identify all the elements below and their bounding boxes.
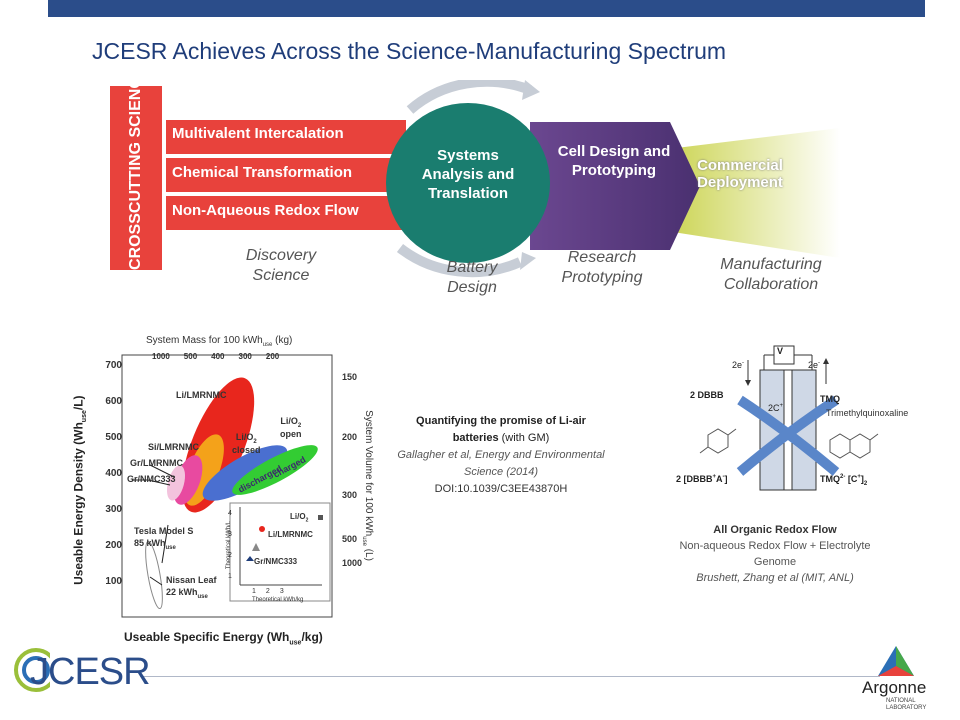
c-plus-label: 2C+ <box>768 403 784 413</box>
bar-multivalent <box>166 120 406 154</box>
stage-manufacturing: Manufacturing Collaboration <box>720 256 822 293</box>
bar-label-redox-flow: Non-Aqueous Redox Flow <box>172 202 359 219</box>
inset-gr-nmc333-point <box>246 556 254 561</box>
footer-rule <box>140 676 880 677</box>
right-axis-title-wrap: System Volume for 100 kWhuse (L) <box>356 350 378 620</box>
dbbb-molecule <box>699 428 737 454</box>
argonne-text: Argonne <box>862 678 927 697</box>
reference-citation: Gallagher et al, Energy and Environmenta… <box>397 449 605 478</box>
cycle-arrow-bottom <box>396 244 523 278</box>
inset-gr-point <box>252 543 260 551</box>
voltmeter-label: V <box>777 346 784 356</box>
lio2-closed-region <box>202 445 288 501</box>
stage-battery: Battery Design <box>446 259 498 296</box>
commercial-label: Commercial Deployment <box>697 157 783 191</box>
left-axis-title: Useable Energy Density (Whuse/L) <box>71 395 89 585</box>
redox-authors: Brushett, Zhang et al (MIT, ANL) <box>696 572 854 584</box>
dbbb-label: 2 DBBB <box>690 390 724 400</box>
crosscutting-label: CROSSCUTTING SCIENCE <box>127 66 144 270</box>
gr-nmc333-region <box>166 465 186 501</box>
tmq-red-label: TMQ2- [C+]2 <box>820 474 868 487</box>
label-gr-nmc333: Gr/NMC333 <box>127 474 176 484</box>
left-axis-title-wrap: Useable Energy Density (Whuse/L) <box>68 360 92 620</box>
bar-chemical <box>166 158 406 192</box>
reference-doi: DOI:10.1039/C3EE43870H <box>434 483 568 495</box>
tmq-label: TMQ <box>820 394 840 404</box>
redox-caption: All Organic Redox Flow Non-aqueous Redox… <box>660 522 890 586</box>
right-axis-title: System Volume for 100 kWhuse (L) <box>360 409 374 561</box>
energy-chart <box>121 354 333 618</box>
inset-li-lmrnmc-point <box>259 526 265 532</box>
cycle-arrow-top <box>406 80 532 114</box>
dbbb-ox-label: 2 [DBBB+A-] <box>676 474 728 484</box>
cell-design-label: Cell Design and Prototyping <box>557 143 671 179</box>
e-right-label: 2e- <box>808 360 821 370</box>
jcesr-logo-text: JCESR <box>30 651 151 693</box>
spectrum-diagram <box>110 80 840 278</box>
bar-label-multivalent: Multivalent Intercalation <box>172 125 344 142</box>
trimethyl-label: Trimethylquinoxaline <box>826 408 909 418</box>
reference-block: Quantifying the promise of Li-air batter… <box>394 413 608 498</box>
commercial-arrow <box>660 128 840 258</box>
ev-region <box>145 541 163 609</box>
page-title: JCESR Achieves Across the Science-Manufa… <box>92 38 727 64</box>
inset-label-gr-nmc333: Gr/NMC333 <box>254 557 298 566</box>
bottom-axis-title: Useable Specific Energy (Whuse/kg) <box>124 630 323 647</box>
inset-lio2-point <box>318 515 323 520</box>
crosscutting-block <box>110 86 162 270</box>
label-si-lmrnmc: Si/LMRNMC <box>148 442 199 452</box>
systems-analysis-circle <box>386 103 550 263</box>
e-left-label: 2e- <box>732 360 745 370</box>
inset-x-title: Theoretical kWh/kg <box>252 597 304 603</box>
flow-arrow-2 <box>736 395 839 476</box>
argonne-logo-mark <box>878 646 914 676</box>
redox-title: All Organic Redox Flow <box>713 524 837 536</box>
top-banner <box>48 0 925 17</box>
reference-heading: Quantifying the promise of Li-air batter… <box>416 415 586 444</box>
inset-frame <box>229 502 331 602</box>
redox-subtitle: Non-aqueous Redox Flow + Electrolyte Gen… <box>679 540 871 568</box>
label-gr-lmrnmc: Gr/LMRNMC <box>130 458 183 468</box>
cell-design-shape <box>530 122 700 250</box>
label-li-lmrnmc: Li/LMRNMC <box>176 390 227 400</box>
jcesr-logo-mark <box>14 648 50 692</box>
inset-label-lio2: Li/O2 <box>290 512 309 524</box>
bar-label-chemical: Chemical Transformation <box>172 164 353 181</box>
lio2-open-region <box>232 445 318 495</box>
tmq-molecule <box>829 433 879 459</box>
inset-label-li-lmrnmc: Li/LMRNMC <box>268 530 313 539</box>
reference-with: (with GM) <box>498 432 550 444</box>
crosscutting-label-wrap: CROSSCUTTING SCIENCE <box>108 66 164 270</box>
redox-flow-diagram <box>699 345 879 491</box>
stage-discovery: Discovery Science <box>245 247 317 284</box>
systems-analysis-label: Systems Analysis and Translation <box>421 147 515 202</box>
argonne-subtext: NATIONAL LABORATORY <box>886 698 927 711</box>
top-axis-title: System Mass for 100 kWhuse (kg) <box>146 335 293 348</box>
bar-redox-flow <box>166 196 406 230</box>
stage-research: Research Prototyping <box>561 249 643 286</box>
